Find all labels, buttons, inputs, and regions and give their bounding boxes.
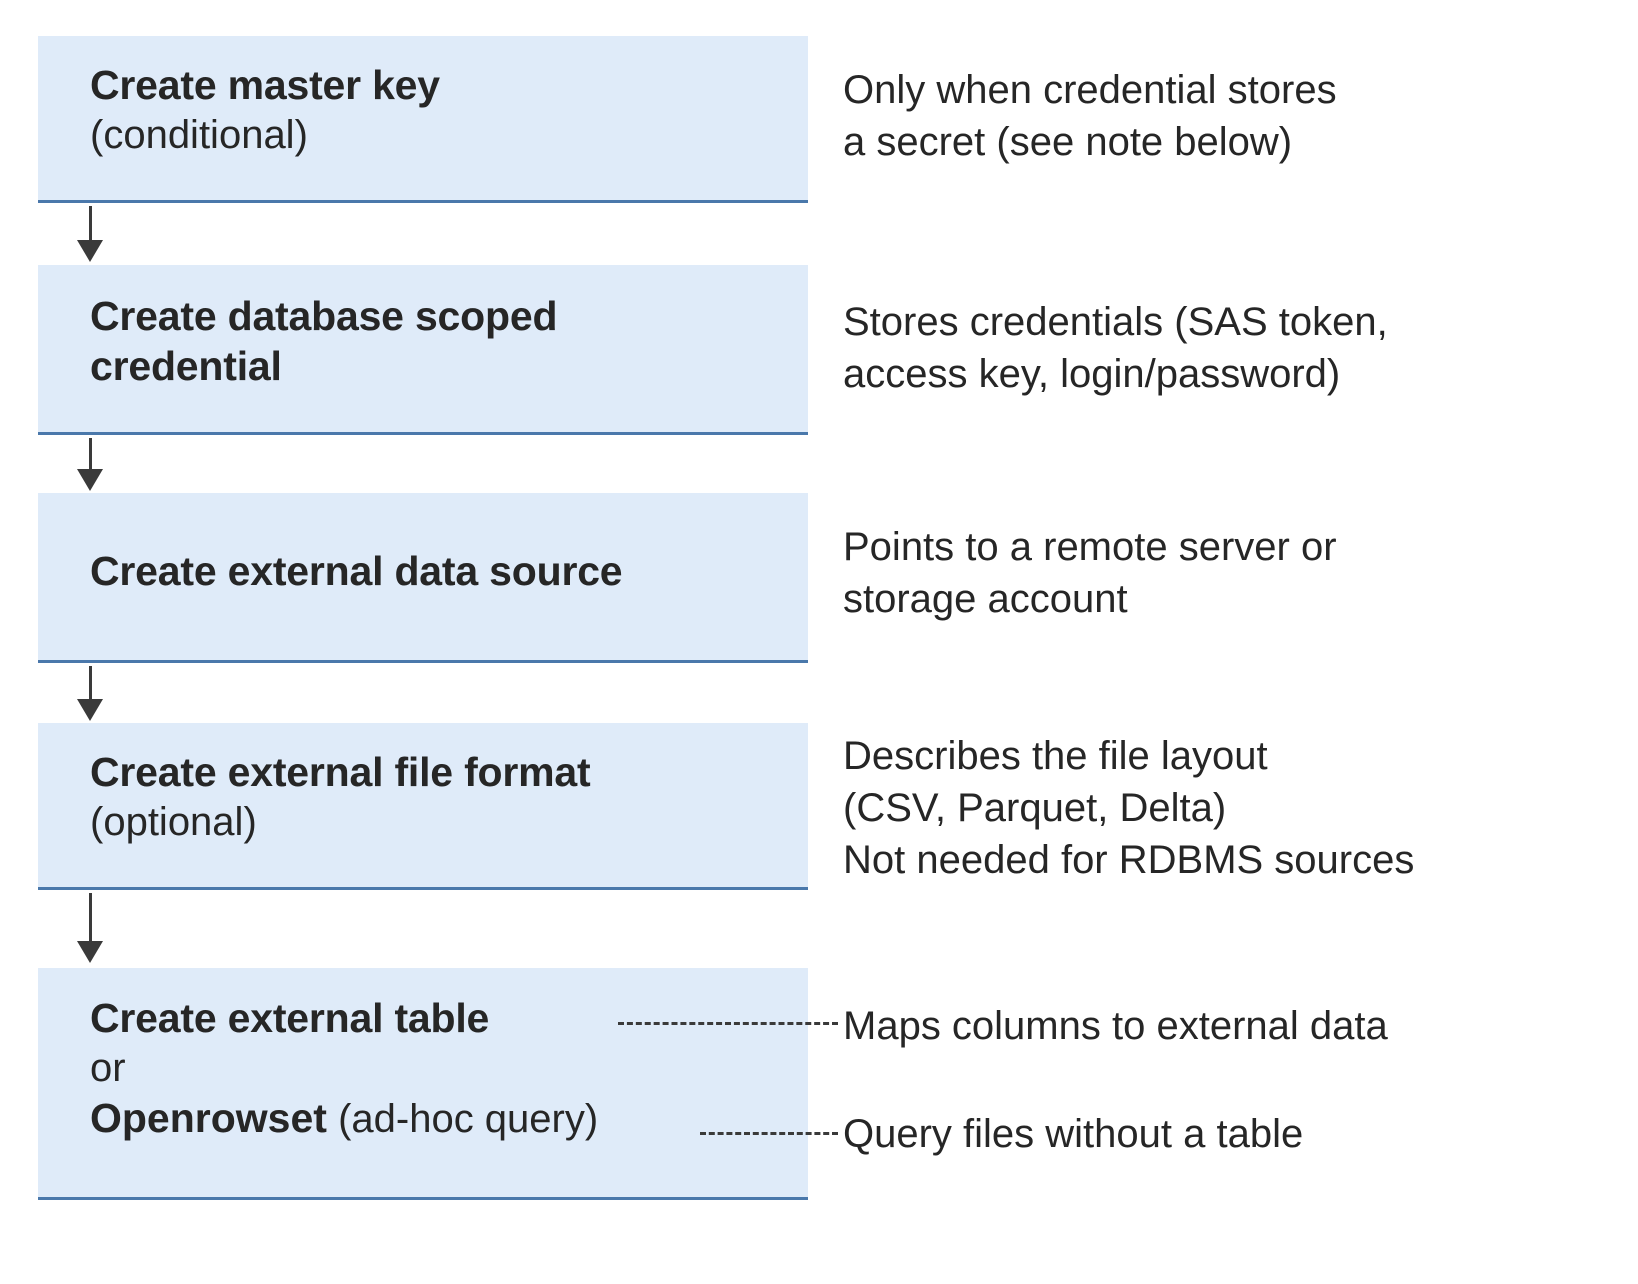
annotation-line: Query files without a table <box>843 1112 1304 1156</box>
dashed-connector-external-table <box>618 1022 838 1025</box>
annotation-line: Stores credentials (SAS token, <box>843 300 1388 344</box>
annotation-openrowset: Query files without a table <box>843 1108 1303 1160</box>
annotation-create-external-table: Maps columns to external data <box>843 1000 1388 1052</box>
dashed-connector-openrowset <box>700 1132 838 1135</box>
annotation-create-database-scoped-credential: Stores credentials (SAS token, access ke… <box>843 296 1388 400</box>
arrow-shaft <box>89 206 92 242</box>
step-alt-qualifier: (ad-hoc query) <box>338 1097 599 1141</box>
step-box-content: Create database scoped credential <box>90 291 800 391</box>
arrow-head <box>77 941 103 963</box>
annotation-create-external-data-source: Points to a remote server or storage acc… <box>843 521 1337 625</box>
flow-arrow-down-icon <box>77 206 103 264</box>
annotation-line: a secret (see note below) <box>843 120 1293 164</box>
step-box-content: Create external data source <box>90 546 800 596</box>
step-box-content: Create external file format (optional) <box>90 747 800 847</box>
step-box-content: Create master key (conditional) <box>90 60 800 160</box>
annotation-create-master-key: Only when credential stores a secret (se… <box>843 64 1337 168</box>
step-alt-title-row: Openrowset (ad-hoc query) <box>90 1093 800 1144</box>
step-title: Create master key <box>90 62 440 108</box>
step-box-create-external-data-source: Create external data source <box>38 493 808 663</box>
step-box-create-external-file-format: Create external file format (optional) <box>38 723 808 890</box>
step-alt-title: Openrowset <box>90 1095 327 1141</box>
annotation-create-external-file-format: Describes the file layout (CSV, Parquet,… <box>843 730 1414 886</box>
arrow-head <box>77 699 103 721</box>
step-subtitle: (conditional) <box>90 113 308 157</box>
arrow-head <box>77 240 103 262</box>
arrow-shaft <box>89 438 92 471</box>
step-title: Create external file format <box>90 749 591 795</box>
flow-arrow-down-icon <box>77 438 103 493</box>
flow-arrow-down-icon <box>77 893 103 968</box>
step-title-line-1: Create database scoped <box>90 293 558 339</box>
step-title: Create external table <box>90 995 490 1041</box>
step-subtitle: (optional) <box>90 800 257 844</box>
annotation-line: Describes the file layout <box>843 734 1268 778</box>
annotation-line: access key, login/password) <box>843 352 1341 396</box>
arrow-head <box>77 469 103 491</box>
annotation-line: (CSV, Parquet, Delta) <box>843 786 1227 830</box>
step-title: Create external data source <box>90 548 623 594</box>
step-box-create-master-key: Create master key (conditional) <box>38 36 808 203</box>
flow-arrow-down-icon <box>77 666 103 723</box>
arrow-shaft <box>89 666 92 701</box>
step-box-content: Create external table or Openrowset (ad-… <box>90 993 800 1144</box>
step-box-create-external-table-or-openrowset: Create external table or Openrowset (ad-… <box>38 968 808 1200</box>
annotation-line: storage account <box>843 577 1128 621</box>
annotation-line: Points to a remote server or <box>843 525 1337 569</box>
step-alt-qualifier-space <box>327 1097 338 1141</box>
arrow-shaft <box>89 893 92 943</box>
annotation-line: Maps columns to external data <box>843 1004 1388 1048</box>
annotation-line: Not needed for RDBMS sources <box>843 838 1415 882</box>
step-connector-word: or <box>90 1046 126 1090</box>
annotation-line: Only when credential stores <box>843 68 1337 112</box>
step-box-create-database-scoped-credential: Create database scoped credential <box>38 265 808 435</box>
step-title-line-2: credential <box>90 343 282 389</box>
